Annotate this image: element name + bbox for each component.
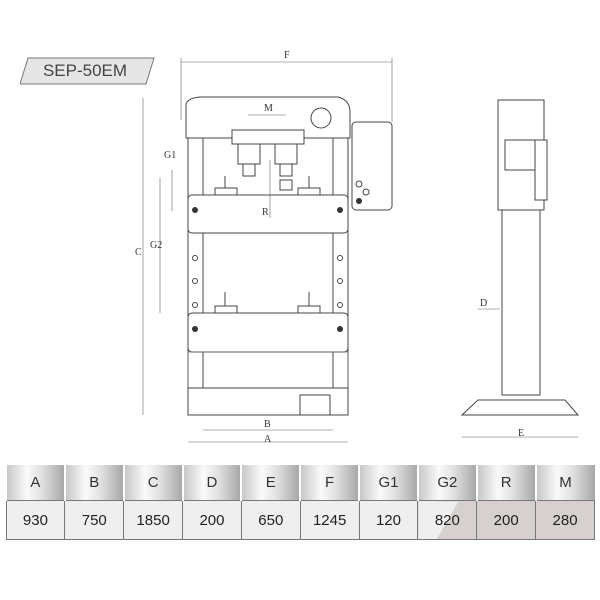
dim-label-G2: G2 bbox=[150, 240, 162, 251]
value-cell: 200 bbox=[182, 500, 242, 540]
value-cell: 1850 bbox=[123, 500, 184, 540]
table-value-row: 930 750 1850 200 650 1245 120 820 200 28… bbox=[5, 500, 595, 540]
dim-label-E: E bbox=[518, 428, 524, 439]
dim-label-A: A bbox=[264, 434, 272, 445]
dim-label-R: R bbox=[262, 207, 269, 218]
value-cell: 650 bbox=[240, 500, 301, 540]
value-cell: 750 bbox=[64, 500, 125, 540]
dim-label-B: B bbox=[264, 419, 271, 430]
value-cell: 200 bbox=[476, 500, 537, 540]
header-cell: D bbox=[181, 465, 242, 501]
header-cell: M bbox=[534, 465, 595, 501]
header-cell: G2 bbox=[416, 465, 477, 501]
dim-label-C: C bbox=[135, 247, 142, 258]
header-cell: G1 bbox=[358, 465, 418, 501]
dim-label-G1: G1 bbox=[164, 150, 176, 161]
header-cell: A bbox=[5, 465, 65, 501]
value-cell: 1245 bbox=[299, 500, 360, 540]
model-name: SEP-50EM bbox=[42, 61, 128, 80]
value-cell: 120 bbox=[358, 500, 419, 540]
header-cell: F bbox=[299, 465, 360, 501]
value-cell: 820 bbox=[417, 500, 478, 540]
header-cell: C bbox=[122, 465, 183, 501]
dim-label-F: F bbox=[284, 50, 290, 61]
dimension-table: A B C D E F G1 G2 R M 930 750 1850 200 6… bbox=[5, 465, 595, 540]
technical-drawing: F C G2 G1 R M B A E D bbox=[135, 50, 580, 445]
model-label-shape bbox=[20, 57, 155, 85]
dim-label-D: D bbox=[480, 298, 487, 309]
model-label: SEP-50EM bbox=[20, 57, 155, 85]
front-view bbox=[185, 96, 393, 416]
dimension-lines: F C G2 G1 R M B A bbox=[135, 50, 393, 445]
header-cell: R bbox=[475, 465, 536, 501]
value-cell: 930 bbox=[5, 500, 66, 540]
header-cell: B bbox=[63, 465, 124, 501]
header-cell: E bbox=[240, 465, 301, 501]
side-view: E D bbox=[460, 99, 580, 439]
table-header-row: A B C D E F G1 G2 R M bbox=[5, 465, 595, 501]
value-cell: 280 bbox=[535, 500, 595, 540]
dim-label-M: M bbox=[264, 103, 273, 114]
